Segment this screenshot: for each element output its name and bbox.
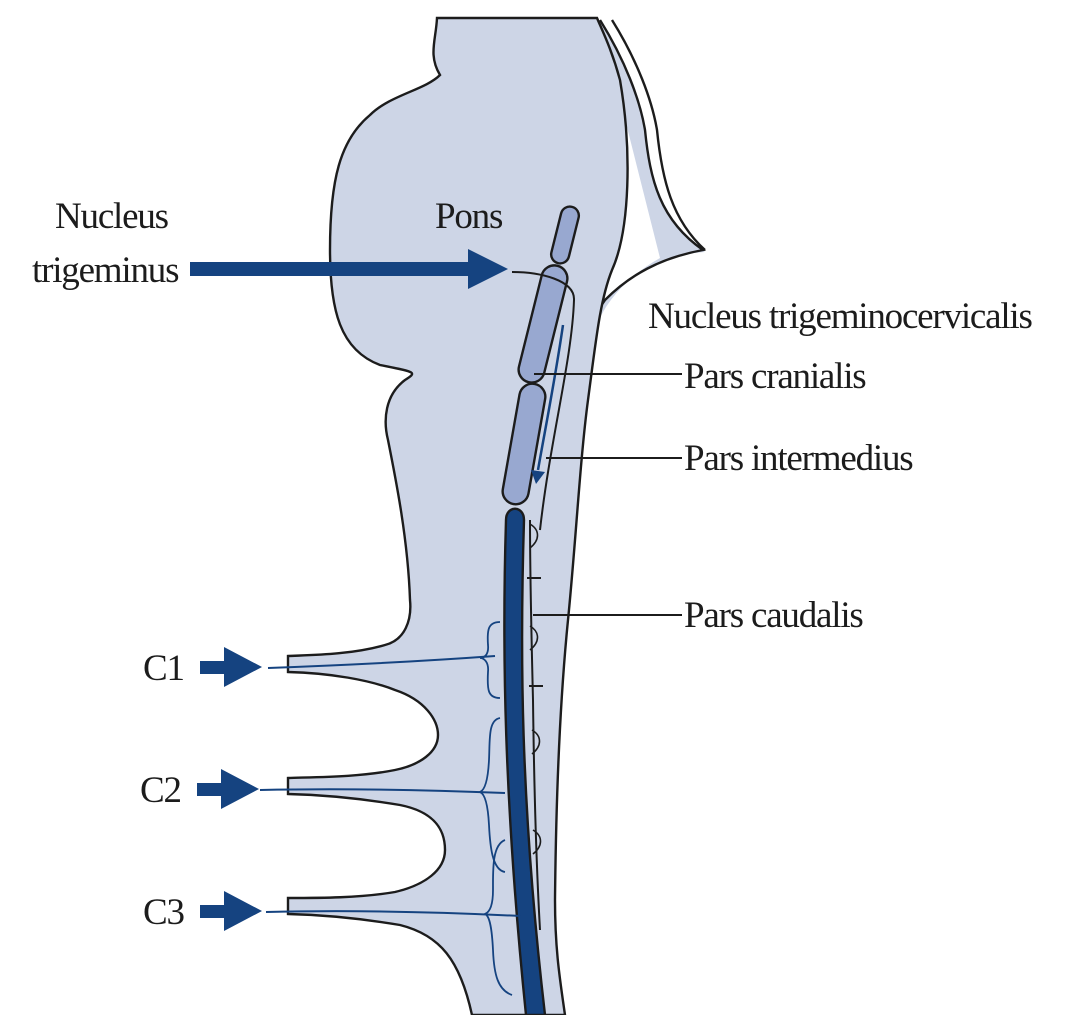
c2-arrow-shaft <box>197 783 225 796</box>
brainstem-body <box>288 18 628 1015</box>
c1-arrow-shaft <box>200 661 228 674</box>
c3-arrow-head <box>224 891 262 931</box>
pons-label: Pons <box>435 198 502 235</box>
nucleus-trigeminus-label-line1: Nucleus <box>55 198 168 235</box>
c1-arrow-head <box>224 647 262 687</box>
c1-label: C1 <box>143 650 184 687</box>
c3-label: C3 <box>143 894 184 931</box>
nucleus-trigeminocervicalis-label: Nucleus trigeminocervicalis <box>648 298 1032 335</box>
c2-arrow-head <box>221 769 259 809</box>
pars-intermedius-label: Pars intermedius <box>684 440 912 477</box>
nucleus-trigeminus-arrow-shaft <box>190 262 480 276</box>
pars-caudalis-label: Pars caudalis <box>684 597 863 634</box>
pars-cranialis-label: Pars cranialis <box>684 358 866 395</box>
nucleus-trigeminus-label-line2: trigeminus <box>32 252 178 289</box>
c3-arrow-shaft <box>200 905 228 918</box>
c2-label: C2 <box>140 772 181 809</box>
